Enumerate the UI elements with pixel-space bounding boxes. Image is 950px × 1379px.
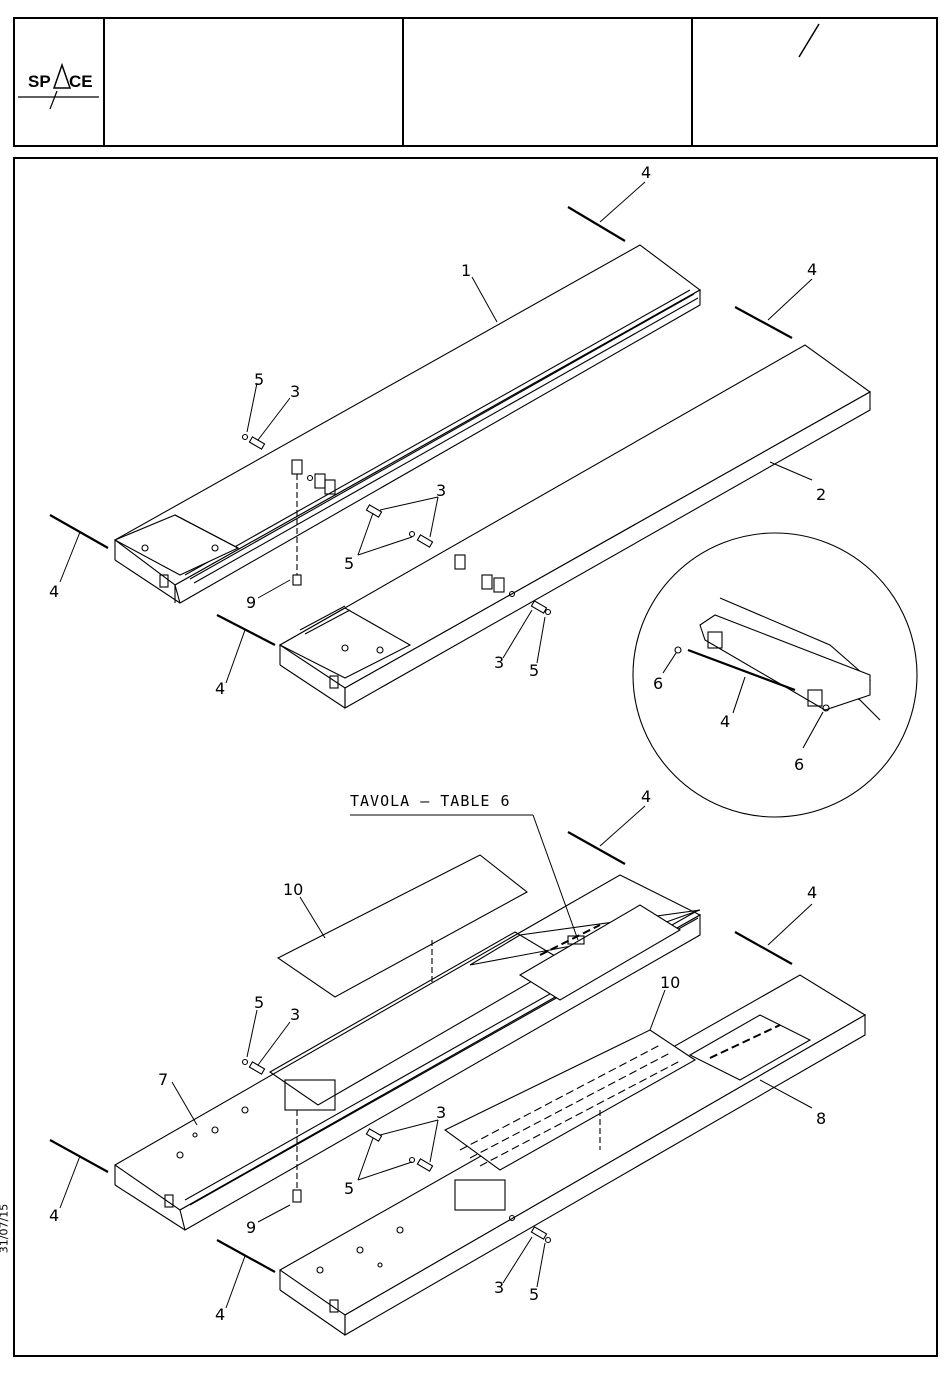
callout-9: 9	[246, 1218, 256, 1237]
callout-4: 4	[215, 1305, 225, 1324]
callout-4: 4	[807, 260, 817, 279]
callout-4: 4	[720, 712, 730, 731]
callout-3: 3	[436, 1103, 446, 1122]
callout-3: 3	[290, 382, 300, 401]
callout-3: 3	[494, 1278, 504, 1297]
callout-2: 2	[816, 485, 826, 504]
callout-4: 4	[49, 582, 59, 601]
callout-4: 4	[641, 163, 651, 182]
callout-5: 5	[529, 1285, 539, 1304]
detail-circle	[633, 533, 917, 817]
callout-3: 3	[494, 653, 504, 672]
callout-9: 9	[246, 593, 256, 612]
callout-10: 10	[660, 973, 680, 992]
table-reference-label: TAVOLA – TABLE 6	[350, 792, 511, 810]
callout-4: 4	[807, 883, 817, 902]
callout-8: 8	[816, 1109, 826, 1128]
callout-5: 5	[344, 554, 354, 573]
callout-5: 5	[529, 661, 539, 680]
callout-5: 5	[344, 1179, 354, 1198]
callout-10: 10	[283, 880, 303, 899]
callout-3: 3	[436, 481, 446, 500]
callout-3: 3	[290, 1005, 300, 1024]
callout-5: 5	[254, 993, 264, 1012]
callout-4: 4	[215, 679, 225, 698]
callout-1: 1	[461, 261, 471, 280]
callout-6: 6	[653, 674, 663, 693]
callout-5: 5	[254, 370, 264, 389]
callout-6: 6	[794, 755, 804, 774]
callout-4: 4	[641, 787, 651, 806]
callout-7: 7	[158, 1070, 168, 1089]
callout-4: 4	[49, 1206, 59, 1225]
